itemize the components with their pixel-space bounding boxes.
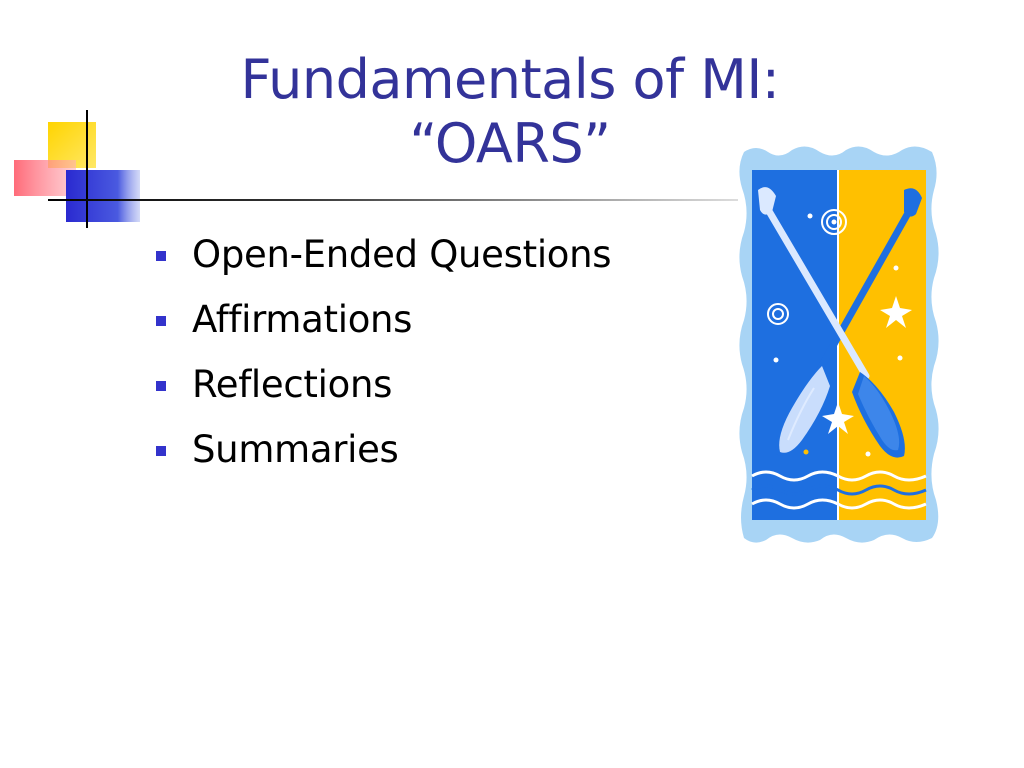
square-bullet-icon [156, 250, 166, 261]
bullet-item: Affirmations [156, 287, 611, 352]
square-bullet-icon [156, 315, 166, 326]
bullet-item: Open-Ended Questions [156, 222, 612, 287]
square-bullet-icon [156, 380, 166, 391]
bullet-text: Summaries [192, 428, 399, 471]
title-divider [48, 199, 738, 201]
color-squares-icon [14, 110, 150, 228]
square-bullet-icon [156, 445, 166, 456]
title-line-2: “OARS” [409, 112, 611, 175]
bullet-item: Reflections [156, 352, 611, 417]
bullet-list: Open-Ended Questions Affirmations Reflec… [156, 222, 612, 482]
bullet-text: Reflections [192, 363, 393, 406]
slide-title: Fundamentals of MI: “OARS” [160, 48, 860, 176]
bullet-text: Open-Ended Questions [192, 233, 612, 276]
bullet-item: Summaries [156, 417, 611, 482]
bullet-text: Affirmations [192, 298, 413, 341]
crossed-oars-icon [739, 146, 939, 543]
title-line-1: Fundamentals of MI: [240, 48, 780, 111]
